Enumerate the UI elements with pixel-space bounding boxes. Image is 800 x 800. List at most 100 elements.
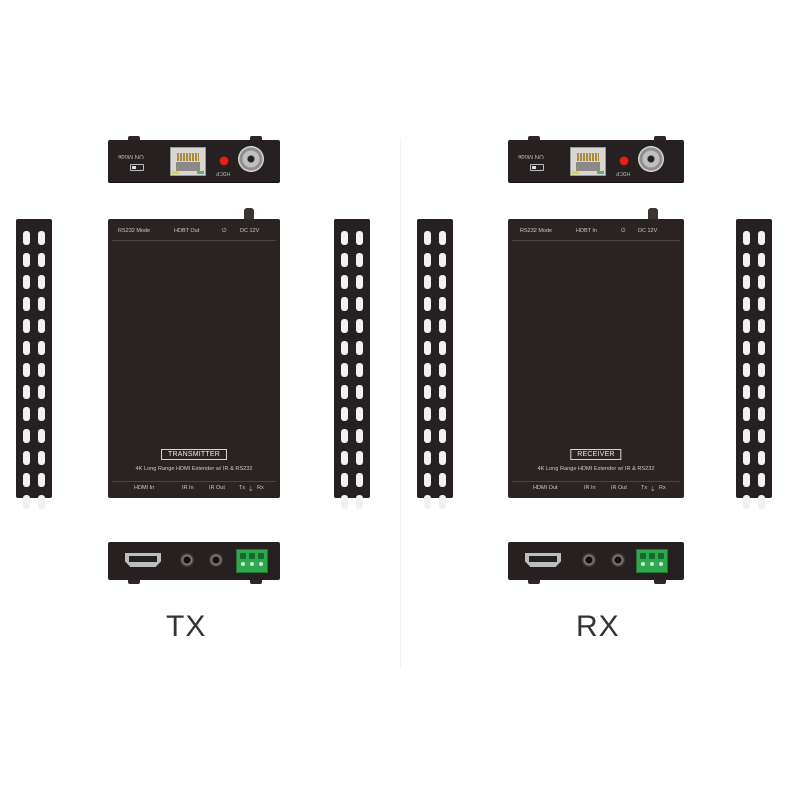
vent-slot [356,407,363,421]
rx-mode-switch[interactable] [530,164,544,171]
vent-slot [424,363,431,377]
vent-slot [341,231,348,245]
rx-dc-power-jack[interactable] [638,146,664,172]
vent-grid [743,231,765,509]
vent-slot [23,473,30,487]
rj45-link-led [172,171,179,174]
vent-slot [743,231,750,245]
vent-slot [424,385,431,399]
rx-ir-out-jack[interactable] [611,553,625,567]
vent-slot [743,297,750,311]
vent-slot [743,319,750,333]
vent-slot [23,495,30,509]
vent-slot [758,275,765,289]
tx-device-title: TRANSMITTER [161,449,227,460]
tx-mode-switch[interactable] [130,164,144,171]
rx-ir-in-jack[interactable] [582,553,596,567]
tx-hdmi-port[interactable] [125,553,161,567]
vent-slot [38,429,45,443]
vent-slot [356,363,363,377]
rx-rs232-terminal[interactable] [636,549,668,573]
terminal-screw [240,553,246,559]
vent-slot [341,341,348,355]
tx-port-foot [128,580,140,584]
vent-slot [424,275,431,289]
vent-slot [341,473,348,487]
vent-slot [341,363,348,377]
vent-slot [424,473,431,487]
tx-device-description: 4K Long Range HDMI Extender w/ IR & RS23… [135,466,253,472]
vent-slot [743,407,750,421]
vent-slot [758,231,765,245]
rx-rear-foot [654,136,666,140]
tx-ir-in-jack[interactable] [180,553,194,567]
vent-grid [424,231,446,509]
divider [112,240,276,241]
vent-slot [743,451,750,465]
vent-slot [439,473,446,487]
vent-slot [439,341,446,355]
vent-slot [743,385,750,399]
label-hdmi: HDMI In [134,485,155,491]
vent-slot [341,275,348,289]
tx-top-labels: RS232 Mode HDBT Out ⏻ DC 12V [108,228,280,241]
vent-slot [38,363,45,377]
rx-hdmi-port[interactable] [525,553,561,567]
label-tx: Tx [641,485,648,491]
label-dc-12v: DC 12V [240,228,260,234]
label-ir-in: IR In [182,485,194,491]
vent-slot [424,319,431,333]
rx-bottom-labels: HDMI Out IR In IR Out Tx ⏚ Rx [508,481,684,495]
vent-slot [356,495,363,509]
tx-right-side-panel [334,219,370,509]
power-icon: ⏻ [222,228,227,234]
tx-dc-power-jack[interactable] [238,146,264,172]
vent-slot [439,451,446,465]
label-dc-12v: DC 12V [638,228,658,234]
tx-power-led [220,157,228,165]
vent-slot [23,297,30,311]
tx-rs232-terminal[interactable] [236,549,268,573]
rx-right-side-panel [736,219,772,509]
vent-slot [341,253,348,267]
vent-slot [758,319,765,333]
divider [512,240,680,241]
tx-rear-panel: ON Mode HDCP [108,136,280,182]
rx-device-description: 4K Long Range HDMI Extender w/ IR & RS23… [537,466,655,472]
tx-left-side-panel [16,219,52,509]
vent-slot [38,319,45,333]
tx-rj45-port[interactable] [170,147,206,176]
vent-slot [356,231,363,245]
terminal-screw [658,553,664,559]
vent-slot [23,451,30,465]
vent-slot [23,275,30,289]
vent-slot [758,495,765,509]
vent-slot [356,473,363,487]
rx-device-title: RECEIVER [570,449,622,460]
vent-slot [439,319,446,333]
vent-slot [424,253,431,267]
rx-rj45-port[interactable] [570,147,606,176]
divider [512,481,680,482]
tx-antenna-stub [244,208,254,219]
rx-antenna-stub [648,208,658,219]
terminal-screw [249,553,255,559]
vent-slot [758,385,765,399]
ground-icon: ⏚ [248,487,254,493]
tx-mode-switch-label: ON Mode [118,153,144,159]
vent-slot [758,297,765,311]
terminal-hole [659,562,663,566]
vent-slot [341,297,348,311]
vent-slot [439,231,446,245]
vent-slot [356,275,363,289]
vent-slot [758,253,765,267]
vent-grid [341,231,363,509]
vent-slot [758,407,765,421]
terminal-screw [649,553,655,559]
tx-hdcp-label: HDCP [216,170,231,176]
vent-slot [439,385,446,399]
label-rx: Rx [257,485,264,491]
vent-slot [439,275,446,289]
vent-slot [424,297,431,311]
tx-ir-out-jack[interactable] [209,553,223,567]
